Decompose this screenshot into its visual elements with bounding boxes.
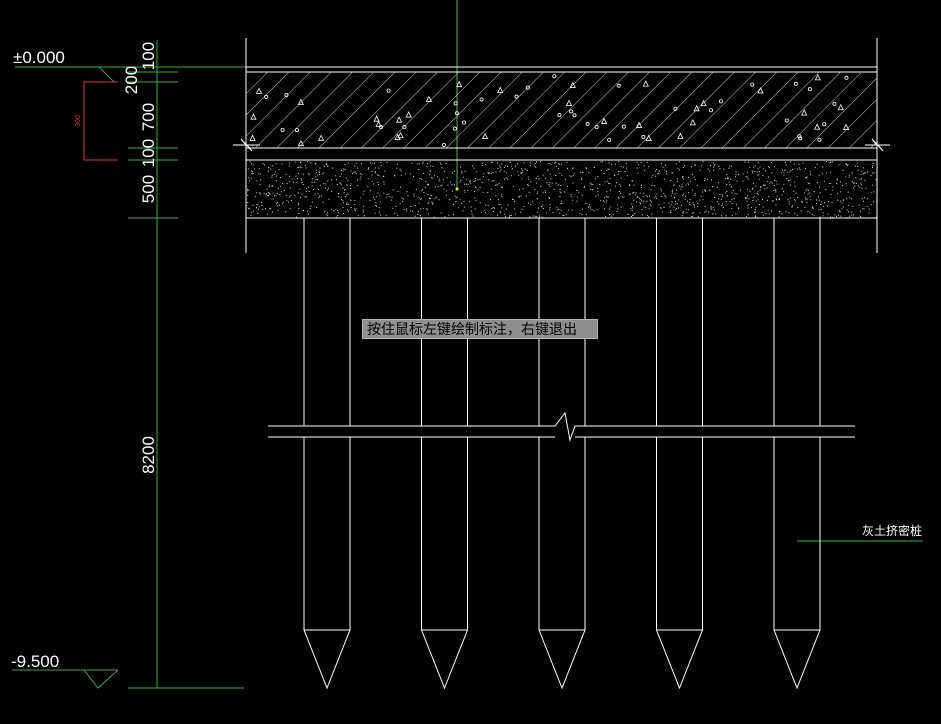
dim-8200: 8200 xyxy=(139,436,158,474)
pile xyxy=(421,218,469,690)
crosshair-point xyxy=(455,187,459,191)
red-dimension-text: 300 xyxy=(75,115,82,127)
pile xyxy=(538,218,586,690)
dim-500: 500 xyxy=(139,175,158,203)
piles xyxy=(303,218,821,690)
pile-break-lines xyxy=(268,411,855,442)
dim-100-top: 100 xyxy=(139,42,158,70)
dim-700: 700 xyxy=(139,103,158,131)
red-dimension xyxy=(83,81,118,161)
dimension-lines xyxy=(12,40,923,689)
pile xyxy=(773,218,821,690)
dim-100-mid: 100 xyxy=(139,139,158,167)
dim-200: 200 xyxy=(122,66,141,94)
status-tooltip: 按住鼠标左键绘制标注，右键退出 xyxy=(362,319,598,339)
elevation-top-label: ±0.000 xyxy=(13,48,65,67)
foundation-section xyxy=(233,38,890,253)
pile xyxy=(303,218,351,690)
pile xyxy=(656,218,704,690)
pile-label: 灰土挤密桩 xyxy=(862,523,922,538)
elevation-bottom-label: -9.500 xyxy=(11,652,59,671)
